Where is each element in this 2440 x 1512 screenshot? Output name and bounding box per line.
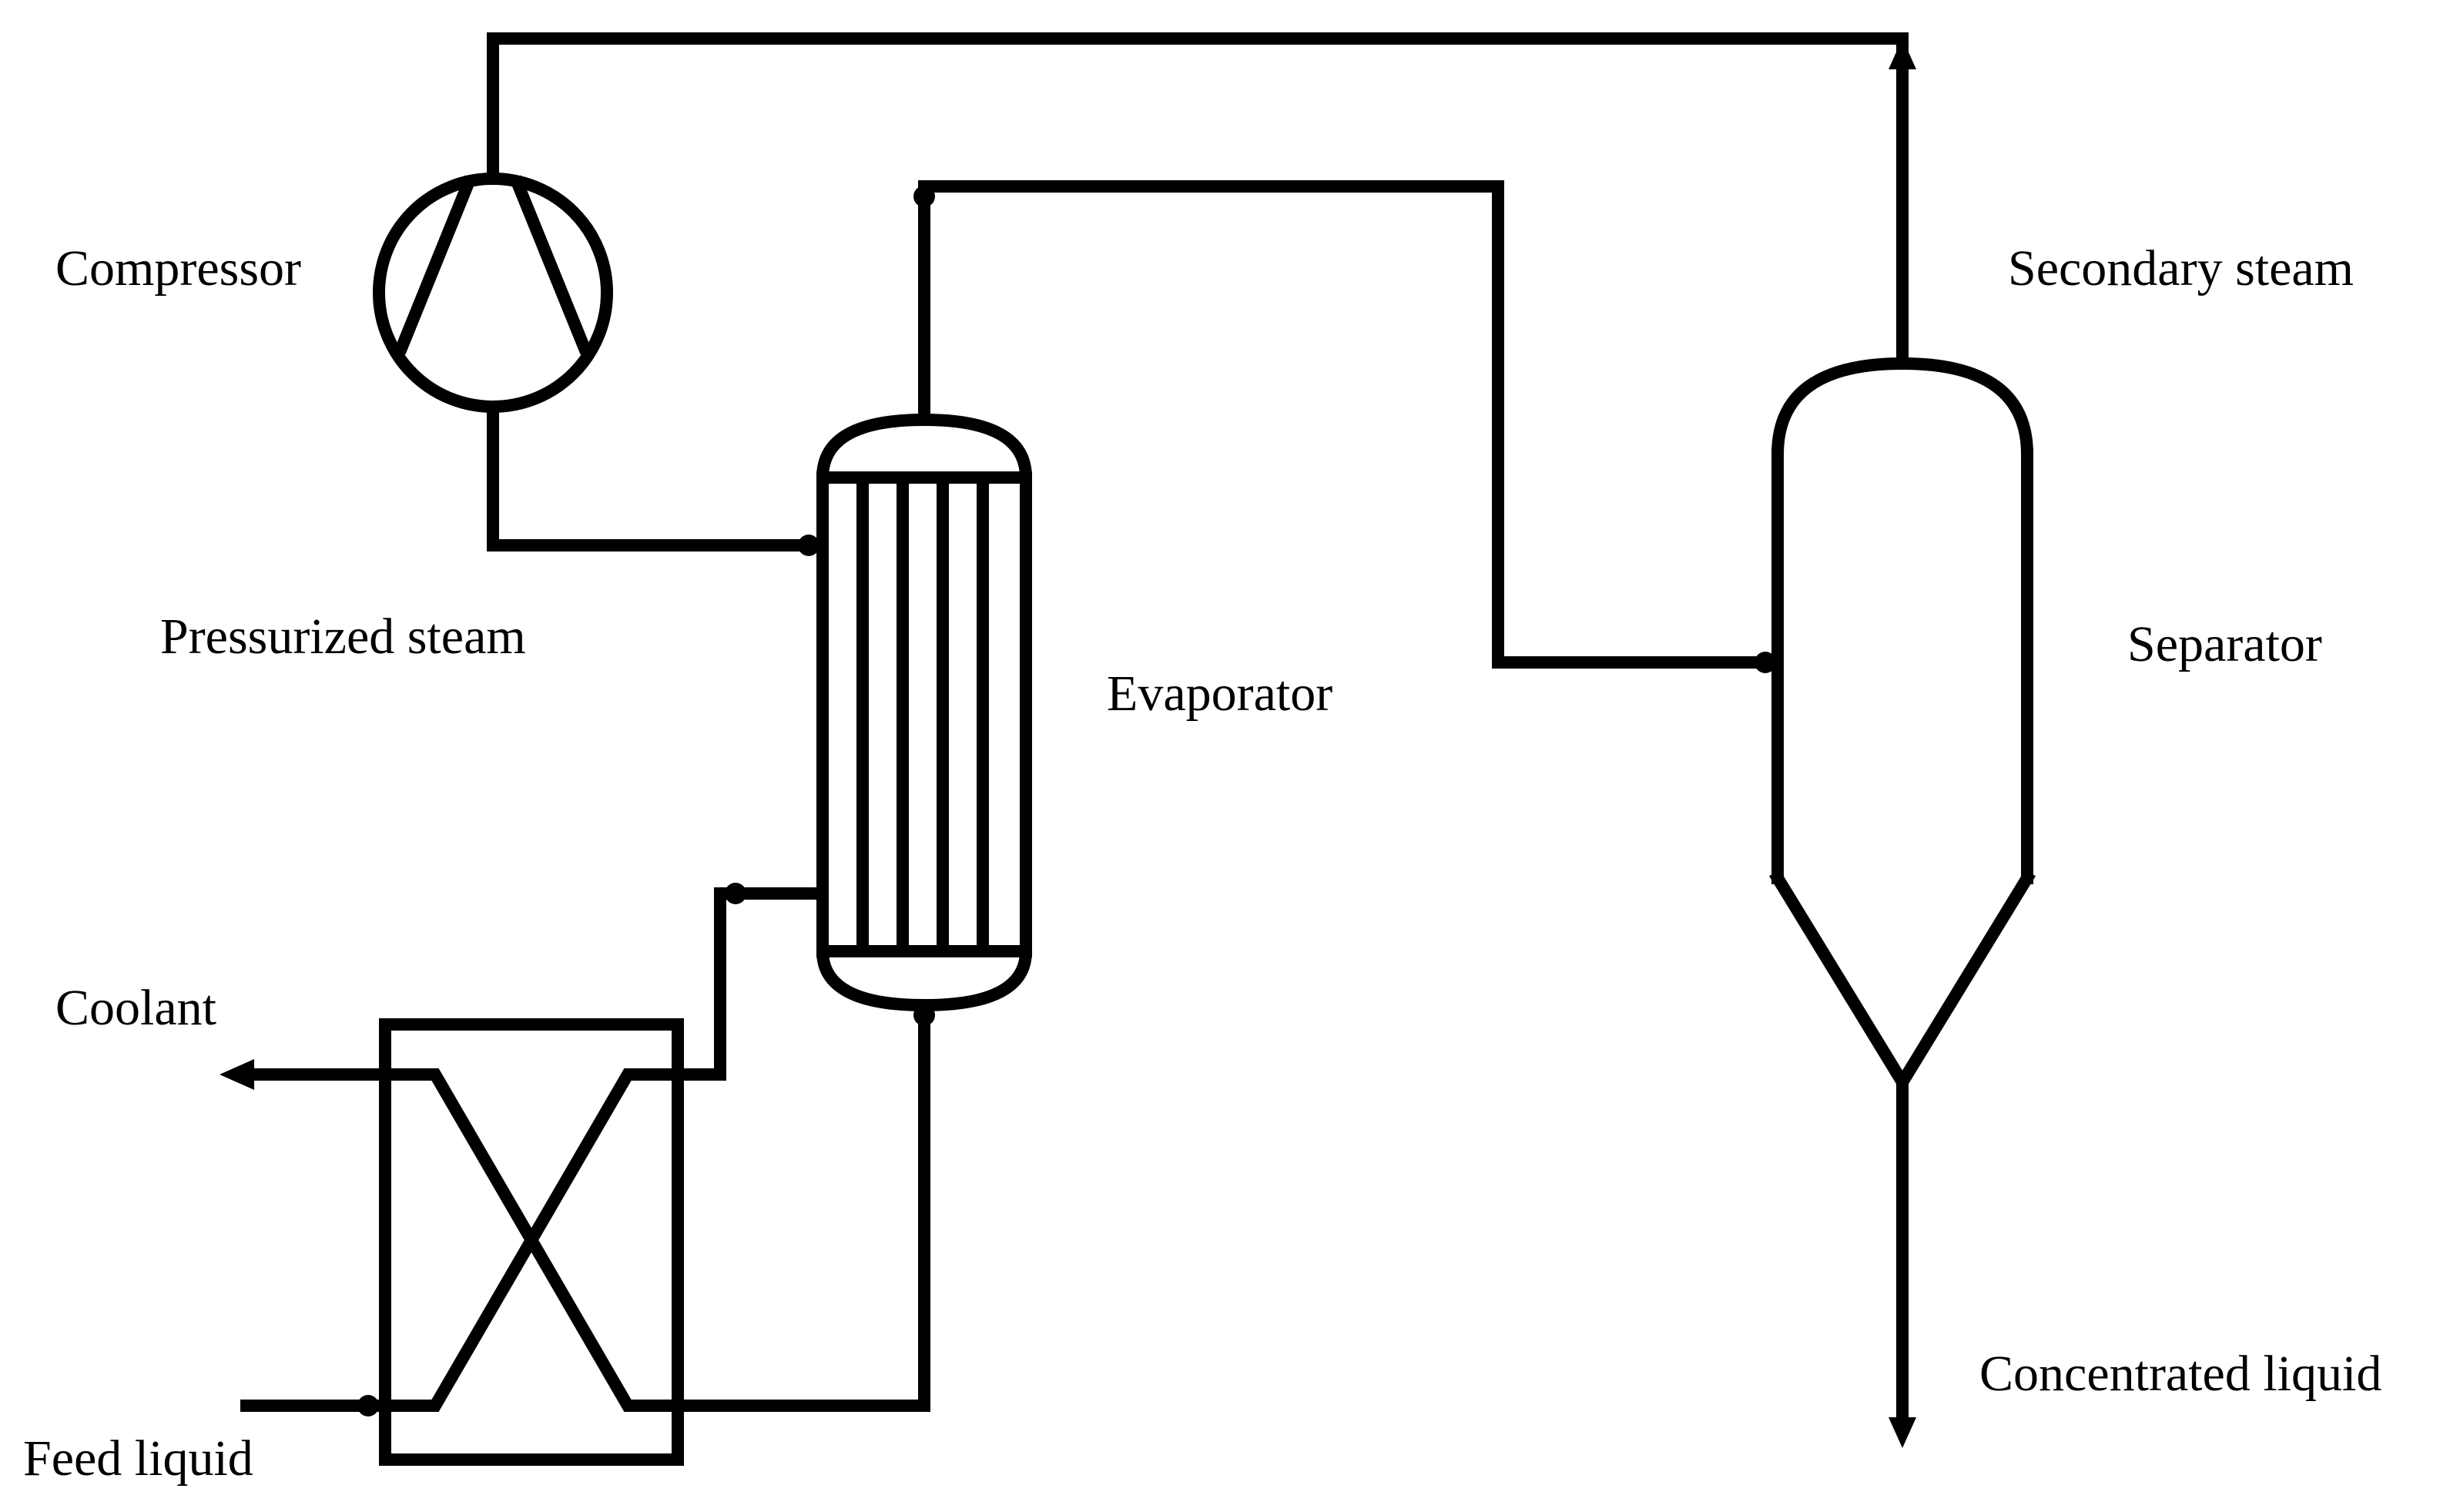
concentrated-liquid-arrow [1889, 1417, 1916, 1448]
coolant-label: Coolant [55, 980, 216, 1036]
evaporator-outlet-dot [913, 186, 935, 207]
evaporator [816, 413, 1033, 1012]
evaporator-feed-inlet-dot [913, 1004, 935, 1026]
evaporator-return-dot [725, 883, 746, 904]
feed-liquid-label: Feed liquid [23, 1430, 253, 1487]
compressor [373, 173, 613, 413]
evaporator-label: Evaporator [1107, 665, 1332, 722]
pressurized-steam-pipe [487, 401, 823, 551]
separator-label: Separator [2127, 616, 2322, 672]
pressurized-steam-inlet-dot [798, 535, 819, 556]
coolant-arrow [220, 1059, 254, 1090]
secondary-steam-arrow [1889, 39, 1916, 69]
separator [1769, 357, 2036, 1095]
separator-inlet-dot [1755, 652, 1776, 673]
compressor-label: Compressor [55, 240, 301, 297]
secondary-steam-label: Secondary steam [2008, 240, 2354, 297]
heat-exchanger [240, 887, 930, 1466]
feed-inlet-dot [357, 1395, 379, 1416]
evaporator-vapor-pipe [918, 180, 1778, 669]
pressurized-steam-label: Pressurized steam [160, 608, 526, 665]
secondary-steam-pipe [487, 32, 1909, 368]
concentrated-liquid-label: Concentrated liquid [1979, 1346, 2381, 1402]
